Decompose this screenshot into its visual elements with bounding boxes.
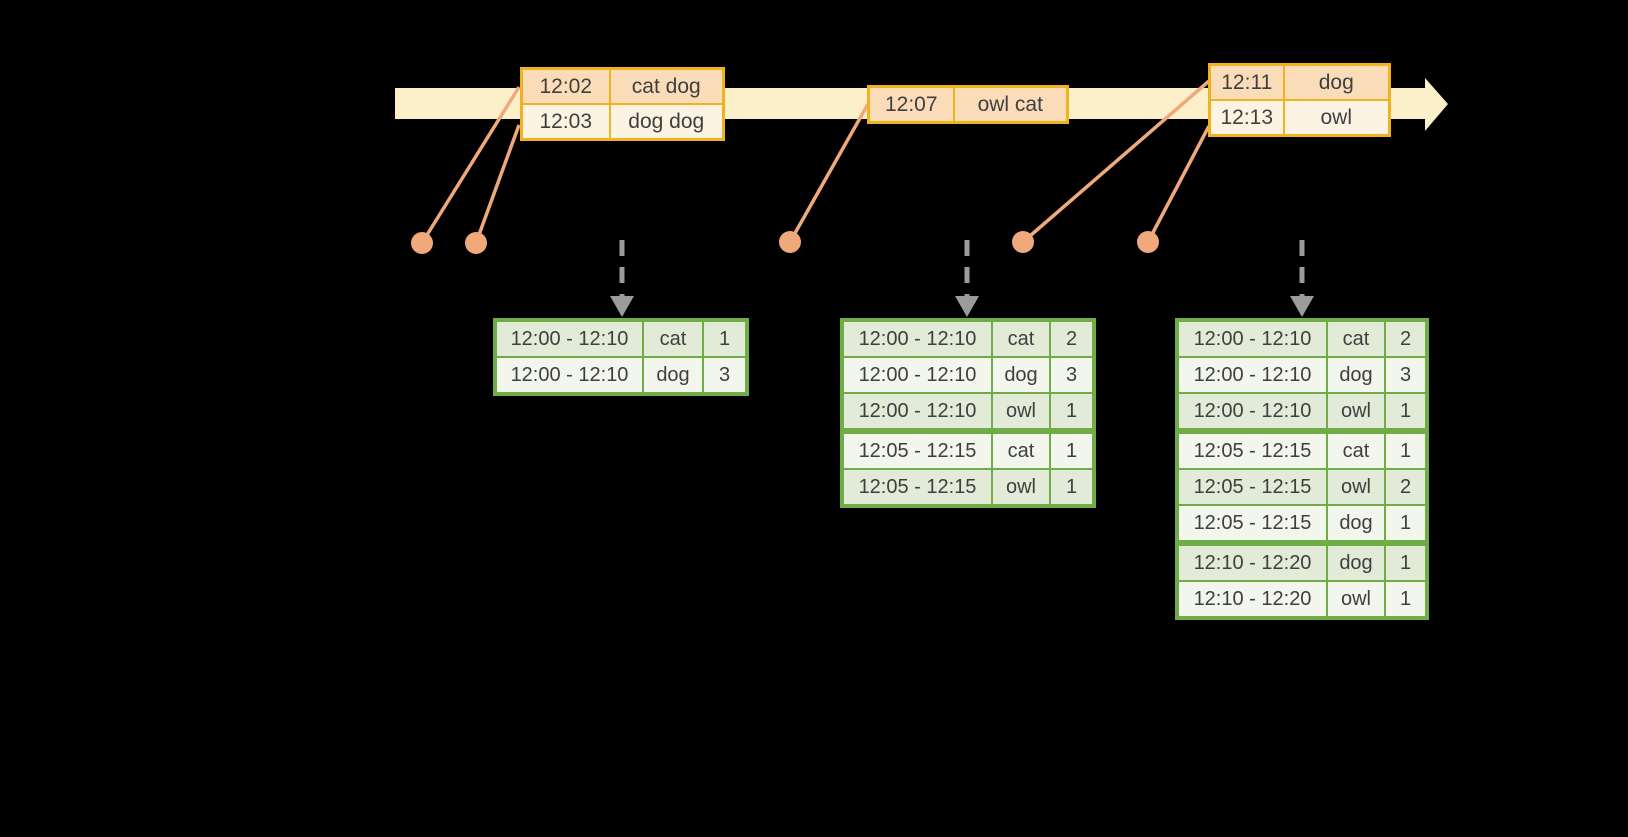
event-row: 12:03 dog dog — [520, 103, 725, 141]
count-cell: 3 — [702, 356, 748, 395]
window-cell: 12:05 - 12:15 — [1176, 468, 1328, 506]
result-row: 12:00 - 12:10 dog 3 — [494, 356, 748, 395]
window-cell: 12:05 - 12:15 — [841, 468, 993, 507]
window-cell: 12:00 - 12:10 — [1176, 356, 1328, 394]
word-cell: owl — [1326, 392, 1386, 432]
event-words-cell: dog dog — [608, 103, 725, 141]
window-cell: 12:05 - 12:15 — [1176, 504, 1328, 544]
word-cell: owl — [991, 468, 1051, 507]
event-line — [1146, 125, 1211, 243]
word-cell: dog — [991, 356, 1051, 394]
trigger-arrow — [955, 240, 979, 317]
count-cell: 1 — [1384, 580, 1428, 619]
event-words-cell: cat dog — [608, 67, 725, 105]
word-cell: cat — [991, 319, 1051, 358]
event-time-cell: 12:03 — [520, 103, 611, 141]
window-cell: 12:05 - 12:15 — [841, 428, 993, 470]
result-row: 12:00 - 12:10 owl 1 — [1176, 392, 1428, 432]
word-cell: owl — [1326, 468, 1386, 506]
event-dot — [465, 232, 487, 254]
event-line — [1021, 79, 1211, 244]
event-dot — [411, 232, 433, 254]
trigger-arrow — [1290, 240, 1314, 317]
event-words-cell: owl — [1282, 99, 1391, 137]
window-cell: 12:10 - 12:20 — [1176, 580, 1328, 619]
window-cell: 12:05 - 12:15 — [1176, 428, 1328, 470]
event-words-cell: dog — [1282, 63, 1391, 101]
event-time-cell: 12:13 — [1208, 99, 1285, 137]
result-row: 12:05 - 12:15 owl 2 — [1176, 468, 1428, 506]
count-cell: 1 — [1384, 540, 1428, 582]
window-cell: 12:00 - 12:10 — [494, 356, 644, 395]
result-row: 12:05 - 12:15 cat 1 — [1176, 428, 1428, 470]
window-cell: 12:00 - 12:10 — [1176, 392, 1328, 432]
count-cell: 2 — [1384, 468, 1428, 506]
count-cell: 2 — [1049, 319, 1095, 358]
event-words-cell: owl cat — [952, 85, 1069, 124]
result-row: 12:05 - 12:15 cat 1 — [841, 428, 1095, 470]
result-table-2: 12:00 - 12:10 cat 2 12:00 - 12:10 dog 3 … — [840, 318, 1096, 508]
count-cell: 1 — [1384, 504, 1428, 544]
word-cell: owl — [1326, 580, 1386, 619]
result-row: 12:10 - 12:20 dog 1 — [1176, 540, 1428, 582]
event-dot — [1137, 231, 1159, 253]
result-table-3: 12:00 - 12:10 cat 2 12:00 - 12:10 dog 3 … — [1175, 318, 1429, 620]
word-cell: dog — [1326, 356, 1386, 394]
result-row: 12:05 - 12:15 dog 1 — [1176, 504, 1428, 544]
event-time-cell: 12:02 — [520, 67, 611, 105]
word-cell: dog — [1326, 504, 1386, 544]
event-row: 12:13 owl — [1208, 99, 1391, 137]
result-row: 12:00 - 12:10 dog 3 — [841, 356, 1095, 394]
event-table-3: 12:11 dog 12:13 owl — [1208, 63, 1391, 137]
event-line — [420, 86, 521, 244]
result-row: 12:00 - 12:10 cat 2 — [841, 319, 1095, 358]
window-cell: 12:00 - 12:10 — [1176, 319, 1328, 358]
result-row: 12:00 - 12:10 owl 1 — [841, 392, 1095, 432]
event-time-cell: 12:11 — [1208, 63, 1285, 101]
word-cell: cat — [1326, 428, 1386, 470]
word-cell: cat — [991, 428, 1051, 470]
count-cell: 1 — [1049, 392, 1095, 432]
event-table-2: 12:07 owl cat — [867, 85, 1069, 124]
event-line — [474, 124, 521, 244]
count-cell: 1 — [702, 319, 748, 358]
window-cell: 12:10 - 12:20 — [1176, 540, 1328, 582]
window-cell: 12:00 - 12:10 — [841, 356, 993, 394]
window-cell: 12:00 - 12:10 — [841, 319, 993, 358]
count-cell: 3 — [1049, 356, 1095, 394]
count-cell: 1 — [1049, 428, 1095, 470]
word-cell: owl — [991, 392, 1051, 432]
event-dot — [1012, 231, 1034, 253]
trigger-arrow — [610, 240, 634, 317]
word-cell: cat — [1326, 319, 1386, 358]
count-cell: 2 — [1384, 319, 1428, 358]
result-row: 12:10 - 12:20 owl 1 — [1176, 580, 1428, 619]
window-cell: 12:00 - 12:10 — [841, 392, 993, 432]
event-table-1: 12:02 cat dog 12:03 dog dog — [520, 67, 725, 141]
event-row: 12:11 dog — [1208, 63, 1391, 101]
event-dot — [779, 231, 801, 253]
event-time-cell: 12:07 — [867, 85, 955, 124]
result-table-1: 12:00 - 12:10 cat 1 12:00 - 12:10 dog 3 — [493, 318, 749, 396]
count-cell: 1 — [1384, 428, 1428, 470]
result-row: 12:00 - 12:10 dog 3 — [1176, 356, 1428, 394]
event-row: 12:02 cat dog — [520, 67, 725, 105]
result-row: 12:00 - 12:10 cat 2 — [1176, 319, 1428, 358]
count-cell: 3 — [1384, 356, 1428, 394]
word-cell: dog — [642, 356, 704, 395]
count-cell: 1 — [1049, 468, 1095, 507]
event-row: 12:07 owl cat — [867, 85, 1069, 124]
window-cell: 12:00 - 12:10 — [494, 319, 644, 358]
event-line — [788, 103, 870, 243]
count-cell: 1 — [1384, 392, 1428, 432]
word-cell: dog — [1326, 540, 1386, 582]
word-cell: cat — [642, 319, 704, 358]
result-row: 12:00 - 12:10 cat 1 — [494, 319, 748, 358]
result-row: 12:05 - 12:15 owl 1 — [841, 468, 1095, 507]
